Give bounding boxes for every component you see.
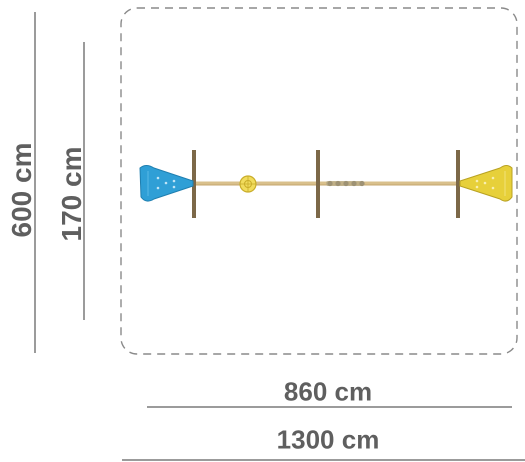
rope-bridge [326,180,365,187]
post-middle [316,150,320,218]
safety-zone-border [120,7,518,355]
disc-seat [239,175,257,193]
blue-net [139,165,194,202]
post-right [456,150,460,218]
height-total-label: 600 cm [6,142,37,238]
height-play-label: 170 cm [56,146,87,242]
width-total-label: 1300 cm [276,424,380,455]
yellow-net [459,165,513,202]
width-play-label: 860 cm [283,376,373,407]
post-left [192,150,196,218]
